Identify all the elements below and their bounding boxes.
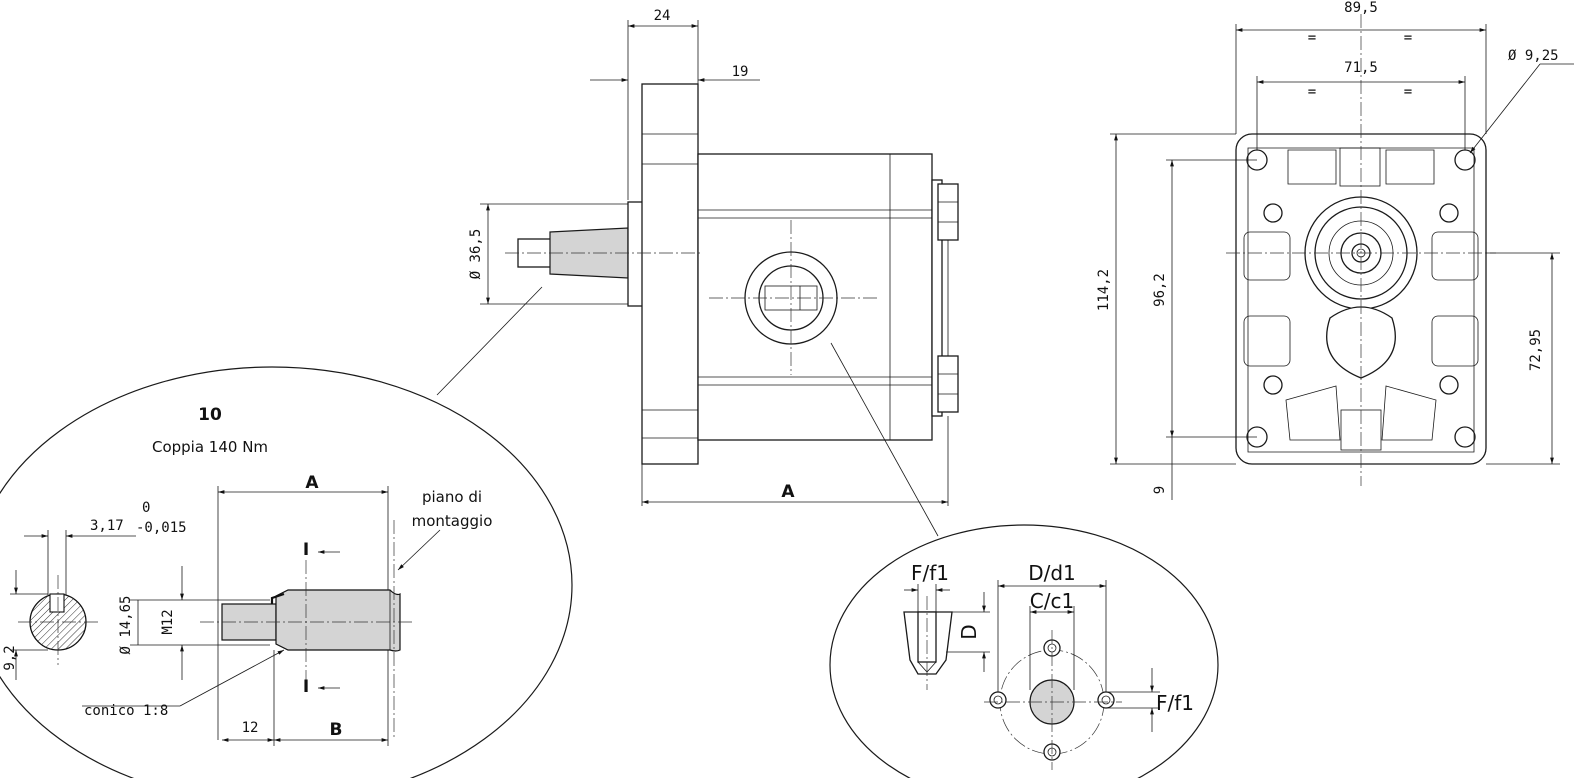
label-F: F/f1 bbox=[911, 561, 949, 585]
front-port bbox=[1326, 306, 1396, 379]
shaft-torque: Coppia 140 Nm bbox=[152, 438, 268, 456]
dim-hole-spacing: 71,5 bbox=[1344, 60, 1378, 76]
shaft-section: 3,17 0 -0,015 9,2 bbox=[2, 500, 187, 680]
shaft-profile bbox=[200, 520, 415, 740]
side-flange bbox=[641, 83, 699, 465]
port-flange-pattern bbox=[984, 630, 1122, 770]
dim-length-A: A bbox=[781, 482, 795, 502]
dim-height-overall: 114,2 bbox=[1096, 269, 1112, 311]
equal-mark: = bbox=[1404, 30, 1412, 46]
mount-plane-line2: montaggio bbox=[412, 512, 493, 530]
equal-mark: = bbox=[1308, 84, 1316, 100]
section-mark-bottom: I bbox=[303, 677, 309, 697]
side-shaft bbox=[517, 201, 645, 307]
label-C-c1: C/c1 bbox=[1030, 589, 1074, 613]
dim-key-width: 3,17 bbox=[90, 518, 124, 534]
port-detail-bubble bbox=[829, 524, 1219, 778]
shaft-code: 10 bbox=[198, 405, 222, 425]
label-D-d1: D/d1 bbox=[1028, 561, 1076, 585]
taper-label: conico 1:8 bbox=[84, 703, 168, 719]
dim-width-overall: 89,5 bbox=[1344, 0, 1378, 16]
dim-bottom: 9 bbox=[1152, 486, 1168, 494]
dim-key-height: 9,2 bbox=[2, 645, 18, 670]
port-detail: F/f1 D D/d1 C/ bbox=[829, 524, 1219, 778]
tolerance-upper: 0 bbox=[142, 500, 150, 516]
dim-spigot: 19 bbox=[732, 64, 749, 80]
shaft-dim-B: B bbox=[330, 720, 343, 740]
dim-thread: M12 bbox=[160, 609, 176, 634]
shaft-dim-A: A bbox=[305, 473, 319, 493]
dim-shaft-diameter: Ø 14,65 bbox=[118, 595, 134, 654]
label-D-side: D bbox=[957, 624, 981, 639]
dim-hole-diameter: Ø 9,25 bbox=[1508, 48, 1559, 64]
side-bolts bbox=[937, 183, 959, 413]
front-view: 89,5 = = 71,5 = = Ø 9,25 114,2 96,2 9 72… bbox=[1096, 0, 1574, 500]
equal-mark: = bbox=[1308, 30, 1316, 46]
tolerance-lower: -0,015 bbox=[136, 520, 187, 536]
shaft-detail: 10 Coppia 140 Nm 3,17 0 -0,015 9,2 bbox=[0, 366, 573, 778]
dim-axis-height: 72,95 bbox=[1528, 329, 1544, 371]
section-mark-top: I bbox=[303, 540, 309, 560]
shaft-detail-bubble bbox=[0, 366, 573, 778]
dim-flange-width: 24 bbox=[654, 8, 671, 24]
label-F-side: F/f1 bbox=[1156, 691, 1194, 715]
shaft-dim-12: 12 bbox=[242, 720, 259, 736]
equal-mark: = bbox=[1404, 84, 1412, 100]
mount-plane-line1: piano di bbox=[422, 488, 482, 506]
port-thread-section: F/f1 D bbox=[903, 561, 990, 690]
dim-spigot-diameter: Ø 36,5 bbox=[468, 229, 484, 280]
side-view: 24 19 Ø 36,5 A bbox=[436, 8, 959, 537]
mounting-holes bbox=[1246, 149, 1476, 448]
dim-hole-vertical: 96,2 bbox=[1152, 273, 1168, 307]
